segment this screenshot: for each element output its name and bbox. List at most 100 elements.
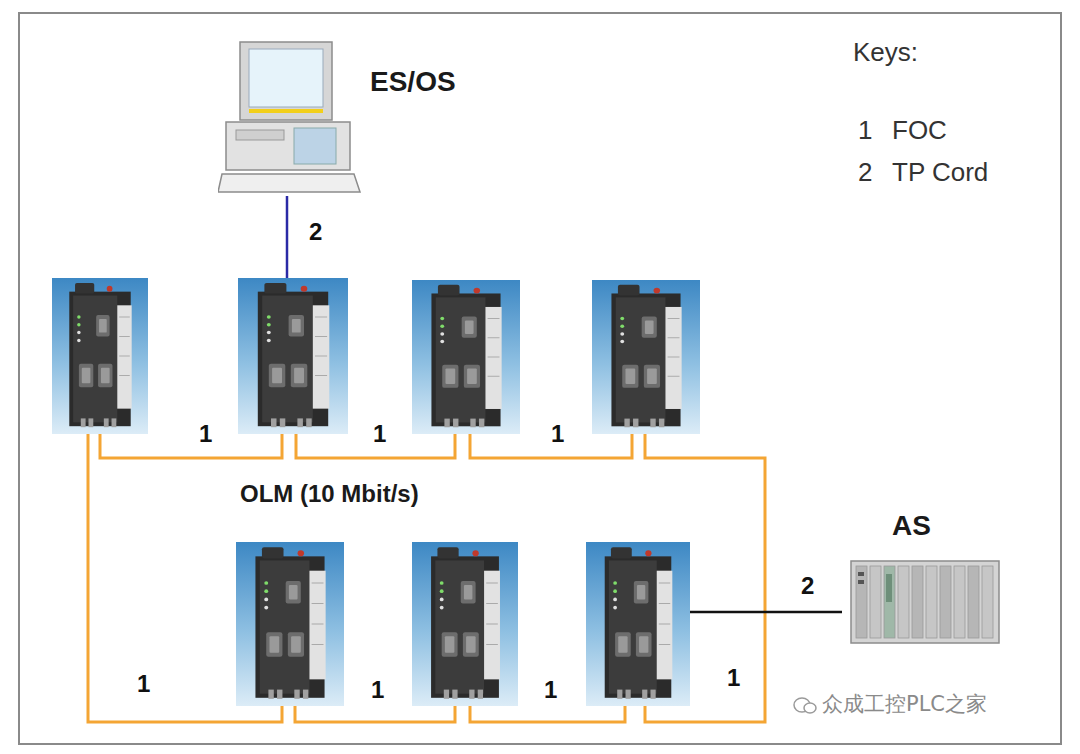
olm-node [586,542,690,706]
olm-port-inner [625,369,635,384]
olm-label-line [668,337,680,338]
olm-port [461,581,476,604]
node-title: AS [892,510,931,542]
olm-top-terminal [264,283,286,294]
olm-label-line [315,375,327,376]
olm-led [77,331,80,335]
olm-label-line [486,582,498,583]
olm-led [613,606,617,610]
olm-led [264,581,268,585]
olm-label-line [312,603,324,604]
olm-port-inner [466,636,476,652]
olm-top-terminal [618,285,640,296]
rack-led [858,572,864,576]
olm-node [236,542,344,706]
olm-front [436,297,486,422]
rack-display [886,574,892,602]
olm-label-line [659,644,670,645]
olm-node [238,278,348,434]
network-caption: OLM (10 Mbit/s) [240,480,419,508]
olm-top-led [298,550,304,556]
olm-front [435,560,484,693]
olm-fiber-port [617,690,622,699]
olm-port [288,632,304,657]
olm-label-line [486,603,498,604]
frame-rect [19,13,1061,744]
olm-led [620,340,624,343]
olm-led [267,323,271,327]
rack-module [856,566,867,638]
rack-module [926,566,937,638]
olm-top-terminal [75,283,94,294]
olm-fiber-port [444,419,449,428]
olm-port-inner [467,369,477,384]
olm-fiber-port [624,419,629,428]
olm-port [286,581,301,604]
olm-port [464,365,480,388]
olm-label-line [668,357,680,358]
callout-number: 1 [541,676,560,704]
olm-top-terminal [438,285,460,296]
olm-label-line [668,318,680,319]
olm-port-inner [445,369,455,384]
callout-number: 2 [306,218,325,246]
fiber-optic-cable [295,706,455,722]
olm-fiber-port [268,690,273,699]
rack-icon [850,560,1000,644]
olm-port [291,364,308,387]
olm-port-inner [101,368,110,384]
pc-base [226,122,350,170]
callout-number: 1 [724,664,743,692]
olm-label-line [659,603,670,604]
olm-fiber-port [470,419,475,428]
olm-top-terminal [262,547,284,558]
olm-device [592,280,700,434]
olm-top-led [474,288,480,294]
legend-heading: Keys: [853,38,918,68]
olm-port-inner [272,368,282,384]
fiber-optic-cable [470,706,625,722]
olm-front [73,296,117,423]
olm-fiber-port [88,418,93,427]
olm-led [264,589,268,593]
olm-led [77,315,80,319]
olm-led [620,317,624,320]
automation-system-node: AS [842,506,1008,648]
watermark-bubble [804,703,816,713]
olm-port [442,365,458,388]
olm-top-led [654,288,660,294]
olm-fiber-port [104,418,109,427]
olm-side-label [309,571,325,680]
pc-drive [236,130,284,140]
olm-side-label [313,305,330,408]
olm-led [440,581,444,585]
rack-module [982,566,993,638]
monitor-strip [249,109,323,113]
olm-port [622,365,638,388]
olm-device [412,280,520,434]
tp-cord [690,611,842,614]
olm-node [412,542,518,706]
olm-led [613,581,617,585]
olm-led [440,606,444,610]
olm-port [442,632,458,657]
olm-fiber-port [444,690,449,699]
olm-fiber-port [81,418,86,427]
keyboard [218,174,360,192]
olm-port [634,581,649,604]
olm-port-inner [294,368,304,384]
olm-port-inner [645,320,654,333]
olm-fiber-port [659,419,664,428]
olm-port [269,364,286,387]
olm-label-line [315,336,327,337]
olm-port-inner [445,636,455,652]
olm-fiber-port [453,419,458,428]
olm-top-led [301,286,308,292]
olm-port-inner [639,636,648,652]
olm-led [77,339,80,343]
olm-label-line [488,357,500,358]
olm-fiber-port [633,419,638,428]
olm-fiber-port [479,419,484,428]
workstation-node: ES/OS [215,38,495,196]
olm-device [238,278,348,434]
